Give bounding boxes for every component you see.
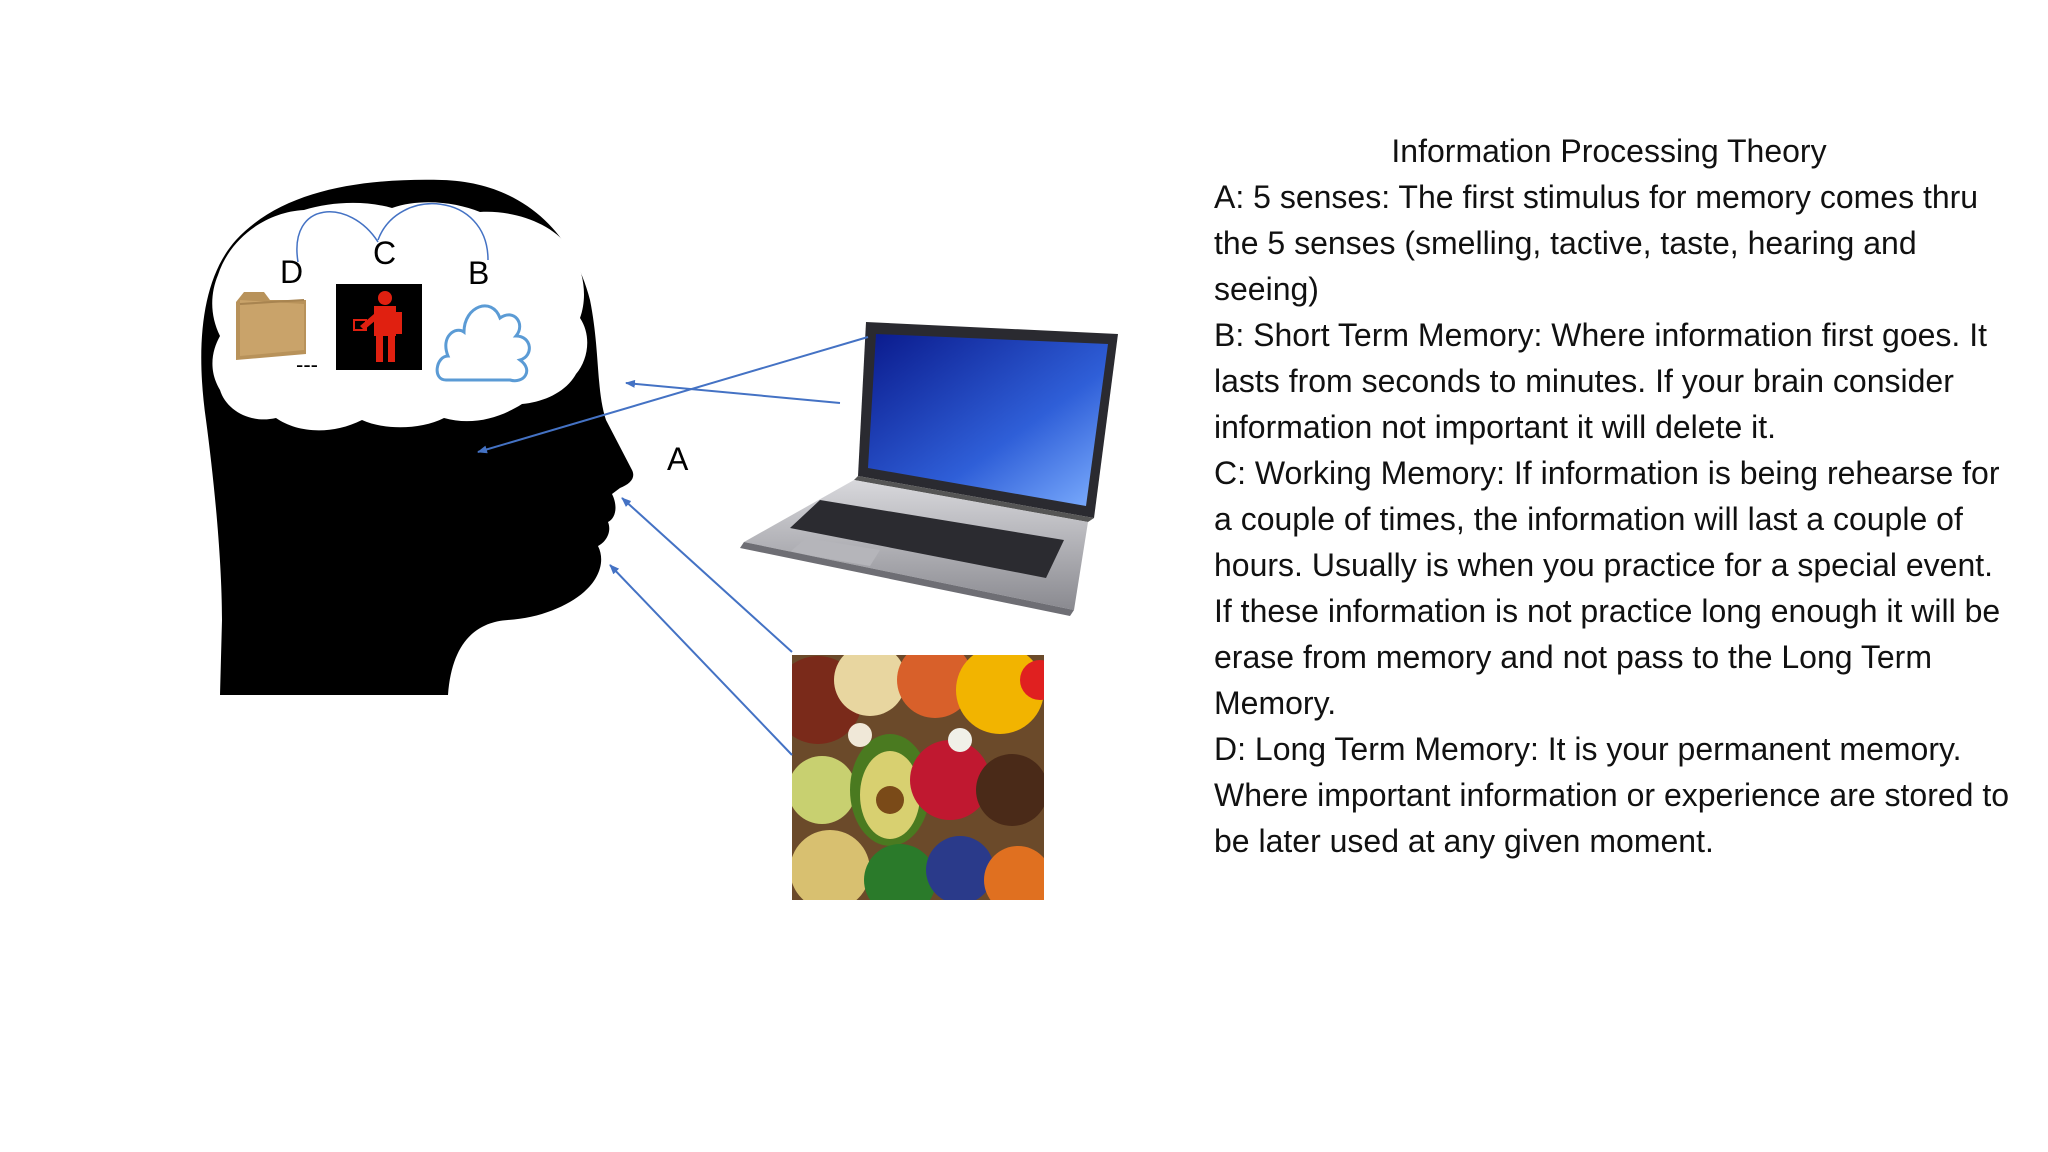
- head-silhouette: [201, 179, 634, 695]
- laptop-image: [740, 322, 1118, 616]
- paragraph-d: D: Long Term Memory: It is your permanen…: [1214, 731, 2010, 859]
- cloud-icon: [435, 304, 531, 383]
- stimulus-arrows: [477, 336, 869, 756]
- label-a: A: [667, 441, 689, 477]
- paragraph-a: A: 5 senses: The first stimulus for memo…: [1214, 179, 1979, 307]
- memory-connectors: [296, 203, 489, 263]
- paragraph-b: B: Short Term Memory: Where information …: [1214, 317, 1987, 445]
- paragraph-c: C: Working Memory: If information is bei…: [1214, 455, 2001, 721]
- page-title: Information Processing Theory: [1391, 133, 1827, 169]
- label-b: B: [468, 255, 489, 291]
- folder-icon: [236, 292, 306, 360]
- label-d: D: [280, 254, 303, 290]
- label-dashes: ---: [296, 352, 318, 377]
- worker-icon: [336, 284, 422, 370]
- explanation-panel: Information Processing Theory A: 5 sense…: [1214, 128, 2014, 864]
- food-image: [792, 655, 1044, 900]
- label-c: C: [373, 235, 396, 271]
